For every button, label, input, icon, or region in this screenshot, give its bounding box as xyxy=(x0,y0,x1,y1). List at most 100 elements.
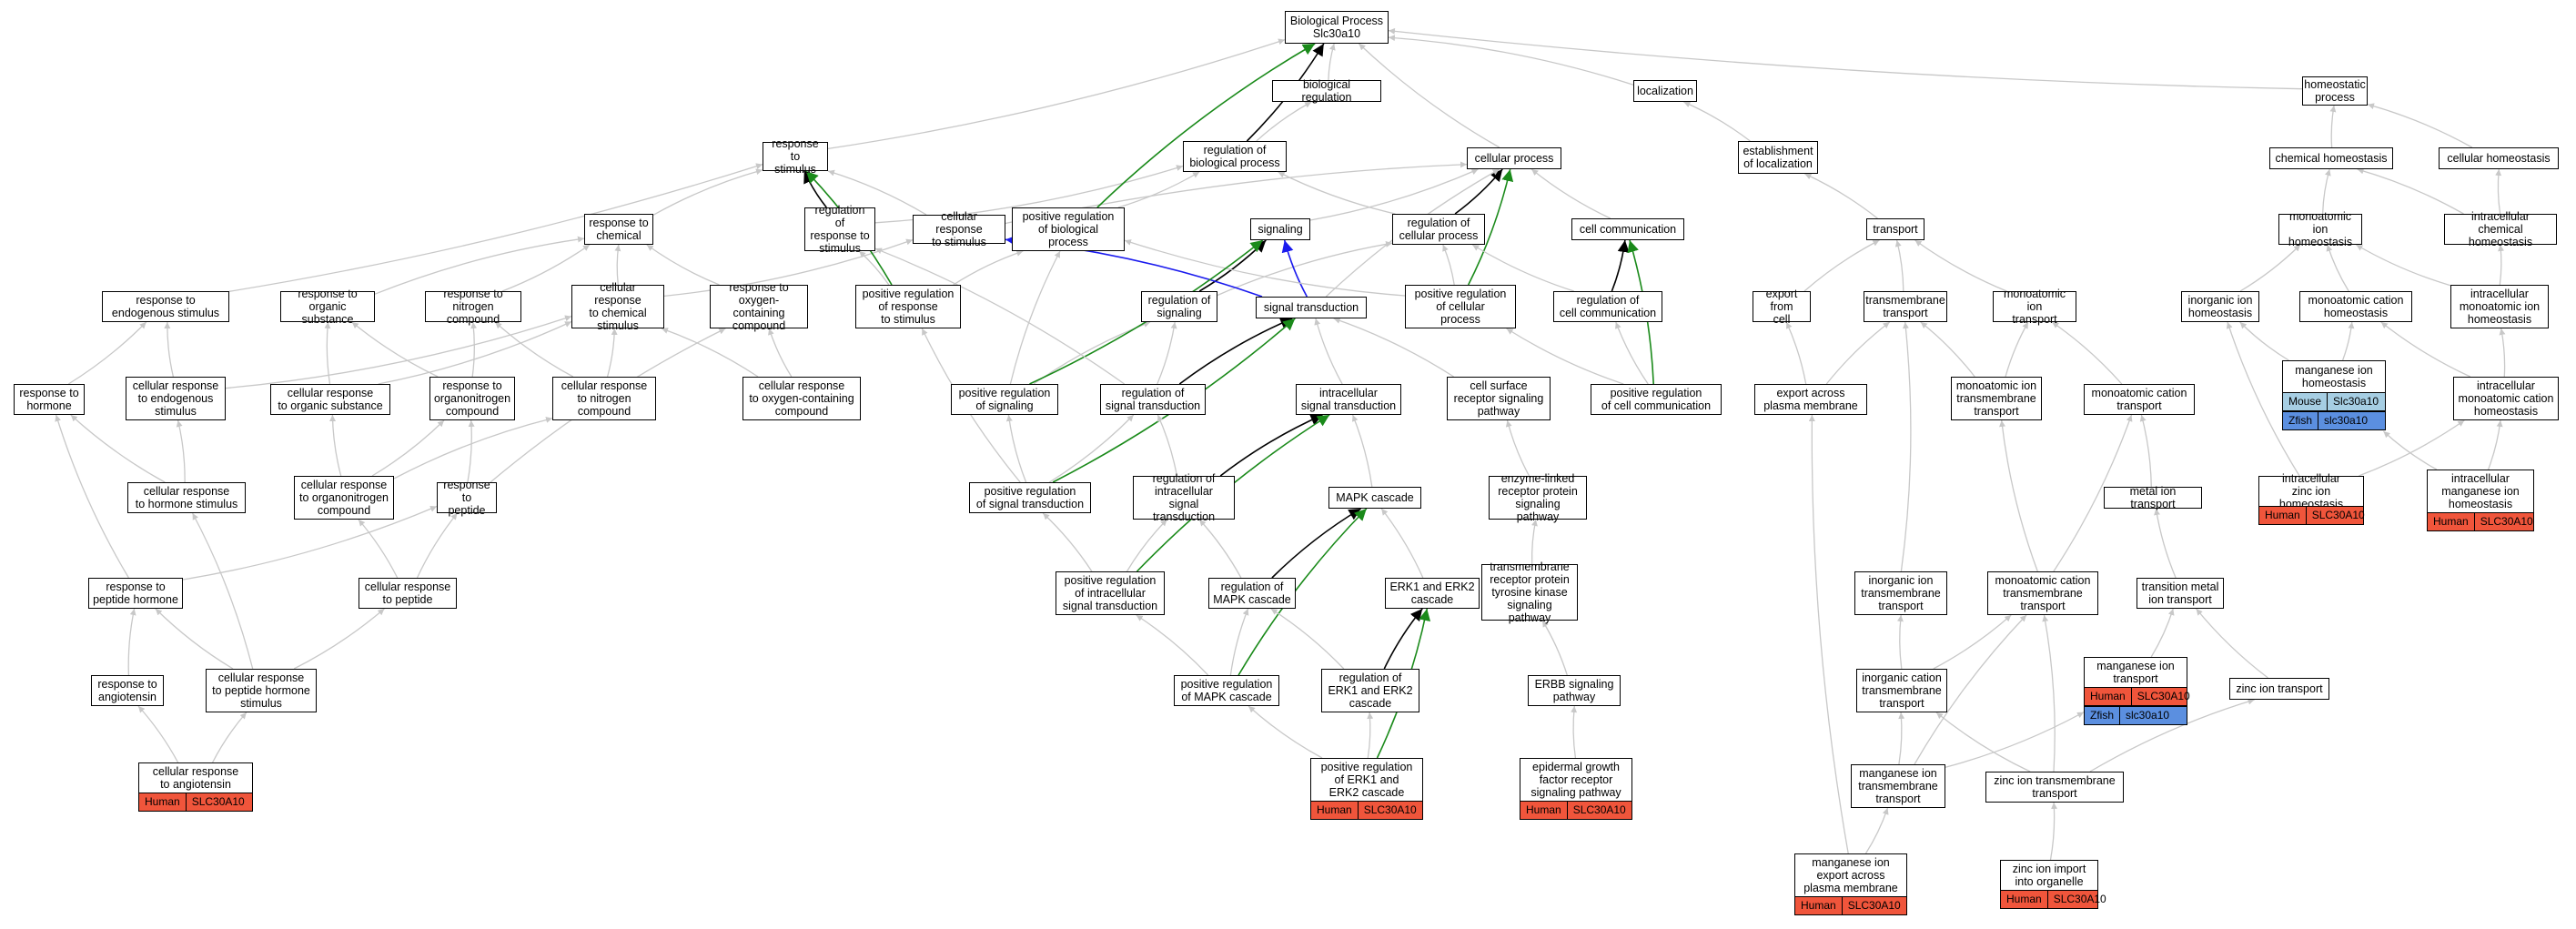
go-term-monoionhomeo[interactable]: monoatomic ion homeostasis xyxy=(2278,210,2362,248)
go-term-mnhomeo[interactable]: manganese ion homeostasis xyxy=(2282,360,2386,393)
go-term-intrachemhomeo[interactable]: intracellular chemical homeostasis xyxy=(2444,210,2557,248)
go-term-inorgcattm[interactable]: inorganic cation transmembrane transport xyxy=(1856,669,1947,712)
go-term-metaliontrans[interactable]: metal ion transport xyxy=(2104,485,2202,510)
go-term-erbb[interactable]: ERBB signaling pathway xyxy=(1528,675,1621,706)
go-term-regcellproc[interactable]: regulation of cellular process xyxy=(1392,214,1485,245)
go-term-cellrespchem[interactable]: cellular response to chemical stimulus xyxy=(571,281,664,332)
go-term-resppeptide[interactable]: response to peptide xyxy=(437,479,497,517)
go-term-estloc[interactable]: establishment of localization xyxy=(1738,141,1818,174)
go-term-bp[interactable]: Biological Process Slc30a10 xyxy=(1285,11,1389,44)
go-term-resphormone[interactable]: response to hormone xyxy=(14,384,85,415)
go-term-intrazinchomeo[interactable]: intracellular zinc ion homeostasis xyxy=(2258,472,2364,510)
go-term-posregintrasig[interactable]: positive regulation of intracellular sig… xyxy=(1056,571,1165,615)
go-term-zinciontm[interactable]: zinc ion transmembrane transport xyxy=(1985,772,2124,803)
go-term-intramnhomeo[interactable]: intracellular manganese ion homeostasis xyxy=(2427,470,2534,513)
go-term-posregsig[interactable]: positive regulation of signaling xyxy=(951,384,1058,415)
go-term-mniontm[interactable]: manganese ion transmembrane transport xyxy=(1851,764,1945,808)
go-term-sigtrans[interactable]: signal transduction xyxy=(1256,297,1367,318)
go-term-posregrespstim[interactable]: positive regulation of response to stimu… xyxy=(855,285,961,328)
go-term-resporgsub[interactable]: response to organic substance xyxy=(280,288,375,326)
edge-is-a-regbp-to-biolreg xyxy=(1256,101,1312,142)
go-term-cellsurface[interactable]: cell surface receptor signaling pathway xyxy=(1447,377,1551,420)
go-term-cellresporganonitro[interactable]: cellular response to organonitrogen comp… xyxy=(294,476,394,520)
go-term-cellrespnitro[interactable]: cellular response to nitrogen compound xyxy=(552,377,656,420)
go-term-regerk[interactable]: regulation of ERK1 and ERK2 cascade xyxy=(1321,669,1419,712)
go-term-biolreg[interactable]: biological regulation xyxy=(1272,78,1381,104)
go-term-chemhomeo[interactable]: chemical homeostasis xyxy=(2269,147,2393,169)
go-term-cellresporg[interactable]: cellular response to organic substance xyxy=(270,384,390,415)
edge-regulates-regcellcomm-to-cellcomm xyxy=(1611,239,1630,292)
go-term-monocattm[interactable]: monoatomic cation transmembrane transpor… xyxy=(1987,571,2098,615)
go-term-resporganonitro[interactable]: response to organonitrogen compound xyxy=(429,377,515,420)
go-term-monocathomeo[interactable]: monoatomic cation homeostasis xyxy=(2299,291,2412,322)
go-term-exportpm[interactable]: export across plasma membrane xyxy=(1754,384,1867,415)
go-term-regmapk[interactable]: regulation of MAPK cascade xyxy=(1208,578,1296,609)
go-term-respoxy[interactable]: response to oxygen-containing compound xyxy=(710,281,808,332)
go-term-mntransport[interactable]: manganese ion transport xyxy=(2084,657,2187,688)
go-term-intramonohomeo[interactable]: intracellular monoatomic ion homeostasis xyxy=(2450,285,2549,328)
go-term-posregcellcomm[interactable]: positive regulation of cell communicatio… xyxy=(1591,384,1722,415)
go-term-regintrasig[interactable]: regulation of intracellular signal trans… xyxy=(1133,472,1235,523)
go-term-exportcell[interactable]: export from cell xyxy=(1753,288,1811,326)
go-term-posregbp[interactable]: positive regulation of biological proces… xyxy=(1012,207,1125,251)
go-term-erk[interactable]: ERK1 and ERK2 cascade xyxy=(1385,578,1480,609)
go-term-transport[interactable]: transport xyxy=(1866,218,1924,240)
go-term-cellrespoxy[interactable]: cellular response to oxygen-containing c… xyxy=(742,377,861,420)
go-term-monoiontm[interactable]: monoatomic ion transmembrane transport xyxy=(1951,377,2042,420)
go-term-respstim[interactable]: response to stimulus xyxy=(763,137,828,176)
go-term-mapk[interactable]: MAPK cascade xyxy=(1328,487,1421,509)
go-term-regbp[interactable]: regulation of biological process xyxy=(1183,141,1287,172)
go-term-respchem[interactable]: response to chemical xyxy=(584,214,653,245)
go-term-posregerk[interactable]: positive regulation of ERK1 and ERK2 cas… xyxy=(1310,758,1423,802)
go-term-respangio[interactable]: response to angiotensin xyxy=(91,675,164,706)
go-term-intrasigtrans[interactable]: intracellular signal transduction xyxy=(1296,384,1401,415)
go-term-tmrptk[interactable]: transmembrane receptor protein tyrosine … xyxy=(1481,560,1578,624)
go-term-inorgiontm[interactable]: inorganic ion transmembrane transport xyxy=(1854,571,1947,615)
go-term-intramonocat[interactable]: intracellular monoatomic cation homeosta… xyxy=(2453,377,2559,420)
go-term-monocattrans[interactable]: monoatomic cation transport xyxy=(2084,384,2195,415)
go-term-cellproc[interactable]: cellular process xyxy=(1467,147,1561,169)
go-term-resppephormone[interactable]: response to peptide hormone xyxy=(88,578,183,609)
go-term-posregsigtrans[interactable]: positive regulation of signal transducti… xyxy=(969,482,1091,513)
go-term-homeo[interactable]: homeostatic process xyxy=(2302,76,2368,106)
edge-is-a-regsigtrans-to-regrespstim xyxy=(874,247,1126,385)
go-term-signaling[interactable]: signaling xyxy=(1250,218,1310,240)
go-term-localization[interactable]: localization xyxy=(1633,80,1697,102)
go-term-monoiontransport[interactable]: monoatomic ion transport xyxy=(1993,288,2076,326)
go-term-zinciontrans[interactable]: zinc ion transport xyxy=(2229,678,2329,700)
go-term-posregmapk[interactable]: positive regulation of MAPK cascade xyxy=(1174,675,1279,706)
go-term-cellrespangio[interactable]: cellular response to angiotensin xyxy=(138,762,253,793)
go-term-regrespstim[interactable]: regulation of response to stimulus xyxy=(804,204,875,255)
go-term-zincimport[interactable]: zinc ion import into organelle xyxy=(2000,860,2098,891)
go-term-mnexport[interactable]: manganese ion export across plasma membr… xyxy=(1794,853,1907,897)
go-term-transmetal[interactable]: transition metal ion transport xyxy=(2137,578,2224,609)
go-term-posregcellproc[interactable]: positive regulation of cellular process xyxy=(1405,285,1516,328)
go-term-tmtransport[interactable]: transmembrane transport xyxy=(1864,291,1947,322)
go-term-respendo[interactable]: response to endogenous stimulus xyxy=(102,291,229,322)
go-term-regsigtrans[interactable]: regulation of signal transduction xyxy=(1100,384,1206,415)
go-term-cellrespendo[interactable]: cellular response to endogenous stimulus xyxy=(126,377,226,420)
go-term-cellresphormone[interactable]: cellular response to hormone stimulus xyxy=(127,482,246,513)
go-term-inorgionhomeo[interactable]: inorganic ion homeostasis xyxy=(2181,291,2259,322)
go-term-respnitro[interactable]: response to nitrogen compound xyxy=(425,288,521,326)
go-term-egf[interactable]: epidermal growth factor receptor signali… xyxy=(1520,758,1632,802)
go-term-regcellcomm[interactable]: regulation of cell communication xyxy=(1553,291,1662,322)
go-term-cellresppeptide[interactable]: cellular response to peptide xyxy=(359,578,457,609)
go-term-cellrespstim[interactable]: cellular response to stimulus xyxy=(913,210,1005,248)
go-term-regsig[interactable]: regulation of signaling xyxy=(1141,291,1217,322)
go-term-erbb_enzyme[interactable]: enzyme-linked receptor protein signaling… xyxy=(1489,472,1587,523)
go-term-cellcomm[interactable]: cell communication xyxy=(1571,218,1684,240)
go-term-cellhomeo[interactable]: cellular homeostasis xyxy=(2439,147,2559,169)
go-term-cellresppephormone[interactable]: cellular response to peptide hormone sti… xyxy=(206,669,317,712)
